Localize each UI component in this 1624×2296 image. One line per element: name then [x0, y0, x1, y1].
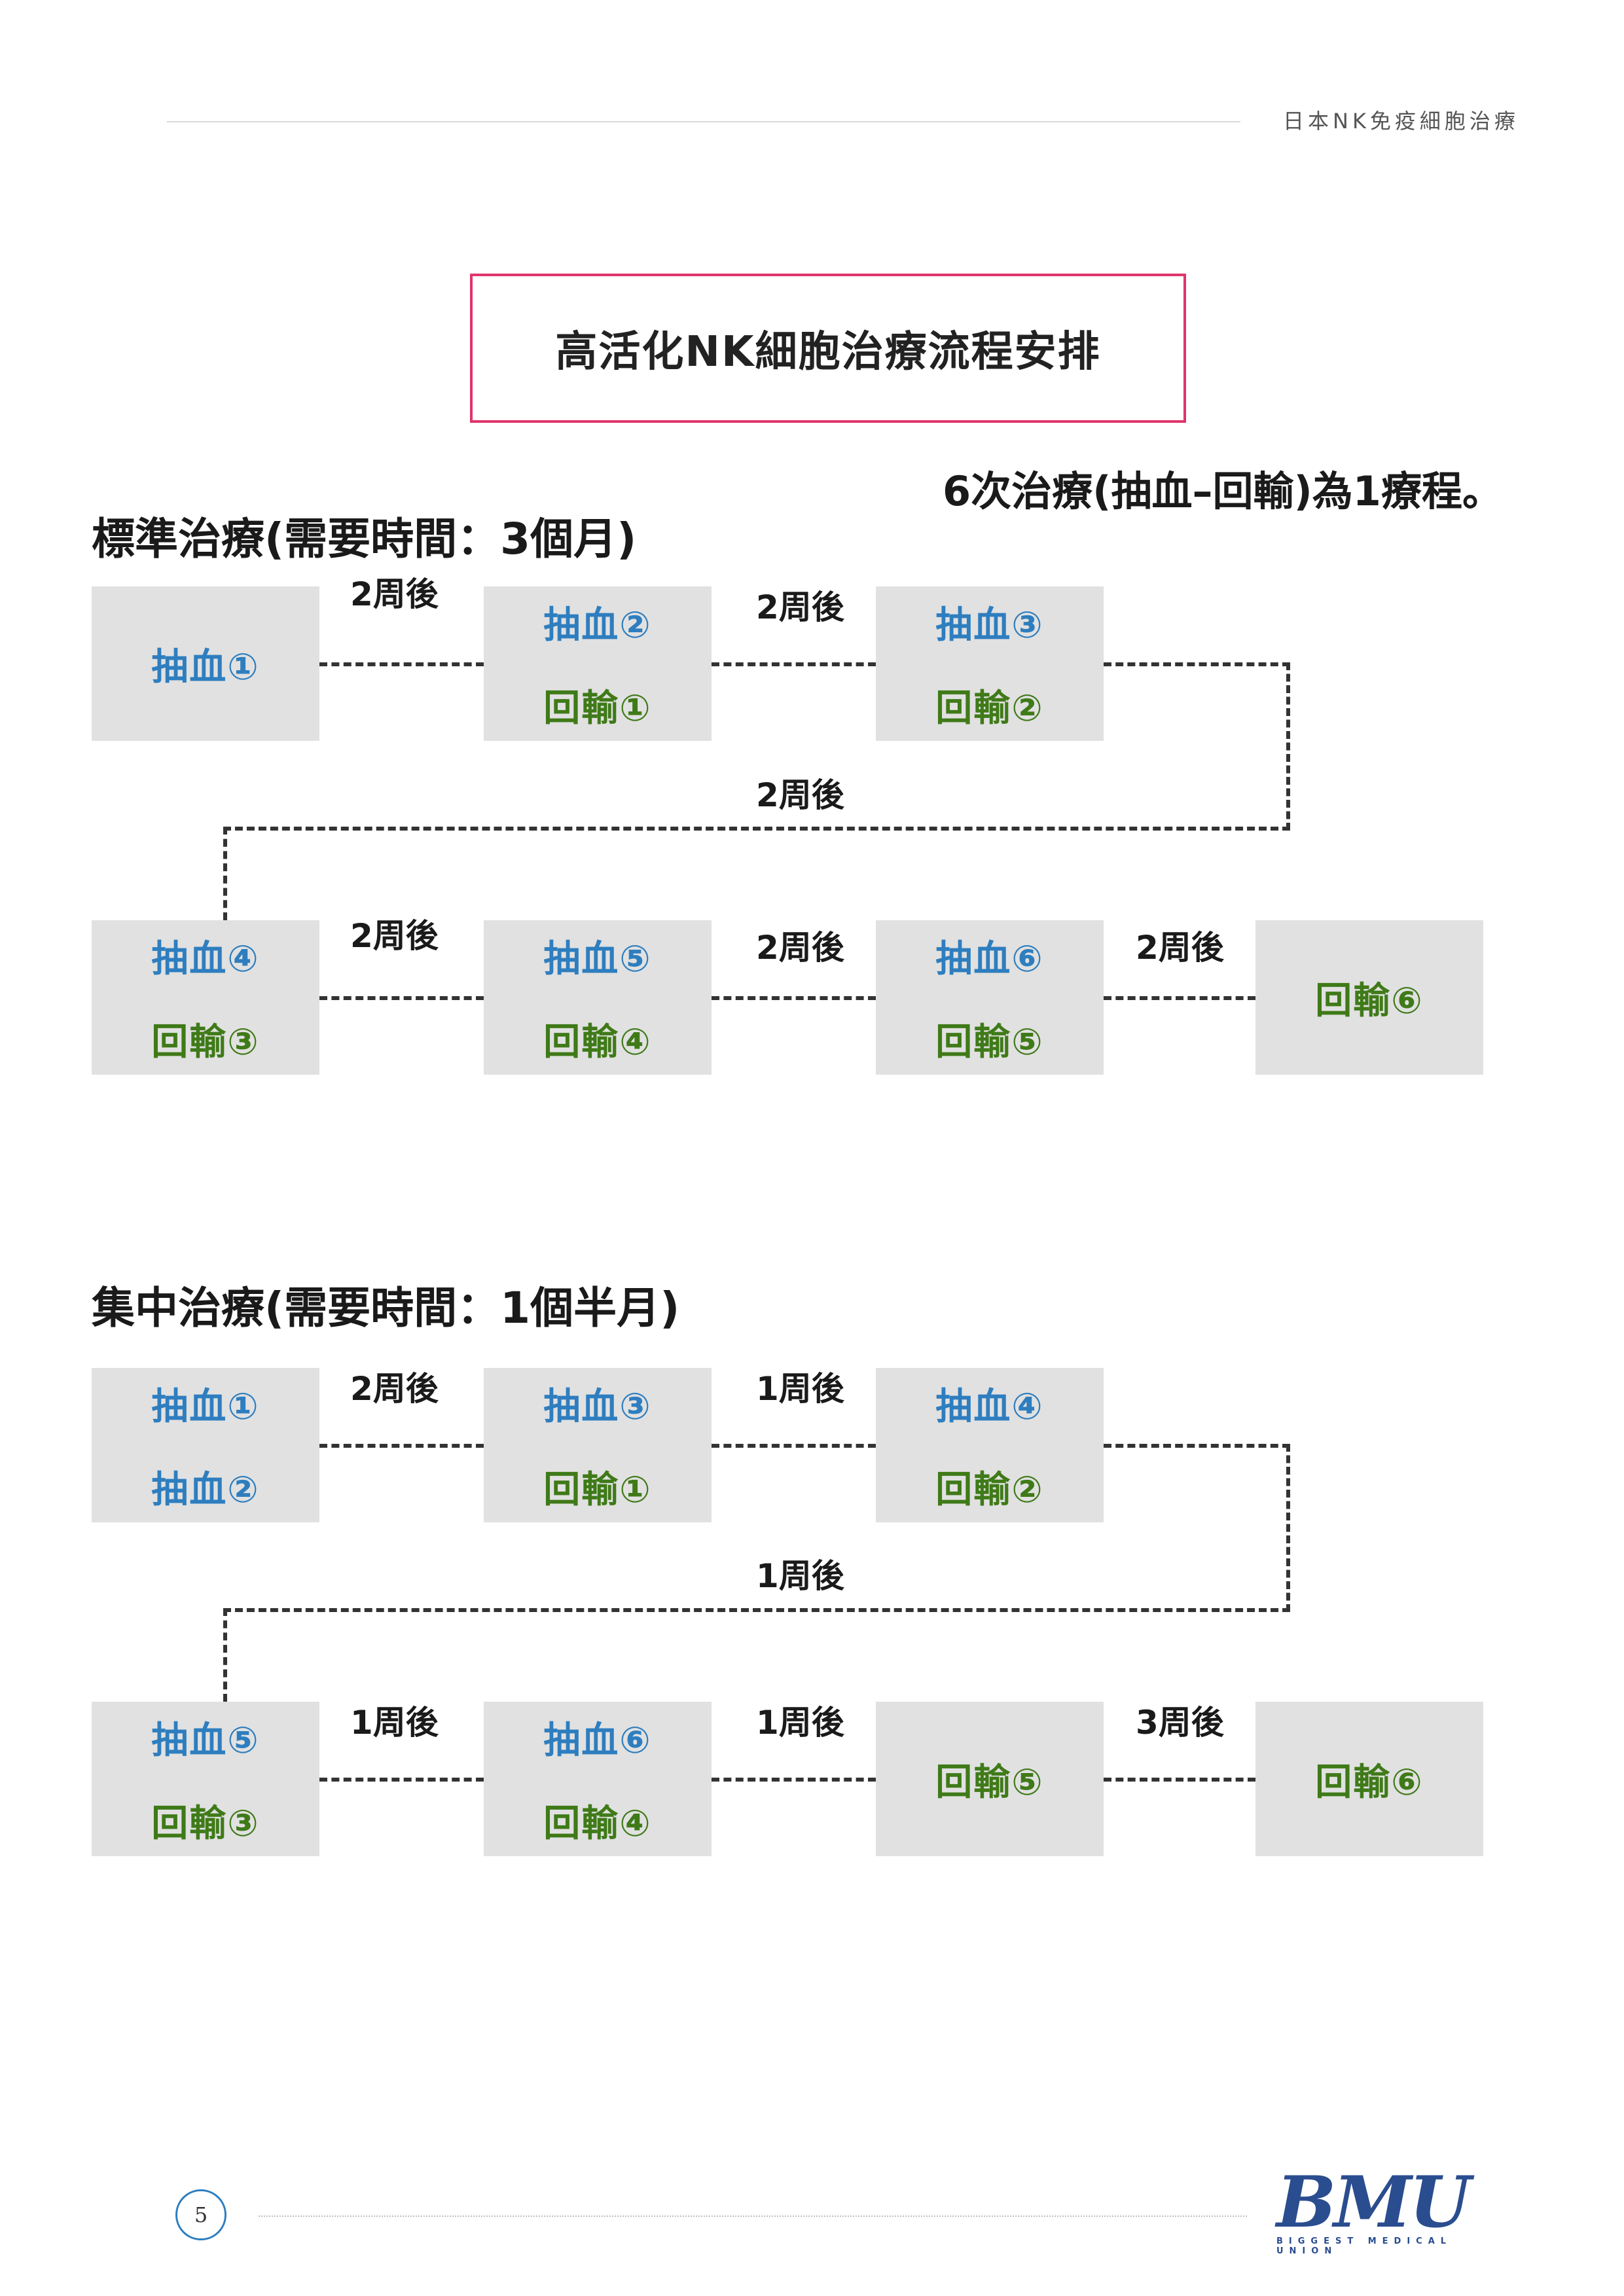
- step-label: 抽血①: [151, 645, 260, 689]
- section-title-intensive: 集中治療(需要時間：1個半月): [92, 1283, 680, 1333]
- step-box: 回輸⑤: [876, 1702, 1104, 1856]
- step-label: 抽血②: [543, 604, 652, 647]
- interval-label: 2周後: [1136, 929, 1224, 967]
- dashed-connector: [712, 996, 876, 1000]
- step-box: 回輸⑥: [1255, 920, 1483, 1075]
- interval-label: 1周後: [350, 1704, 439, 1742]
- step-box: 抽血④ 回輸③: [92, 920, 319, 1075]
- step-box: 抽血⑤ 回輸③: [92, 1702, 319, 1856]
- interval-label: 2周後: [756, 929, 844, 967]
- logo-subtitle: BIGGEST MEDICAL UNION: [1276, 2236, 1453, 2256]
- interval-label: 1周後: [756, 1557, 844, 1595]
- step-label: 回輸⑤: [935, 1021, 1044, 1064]
- step-label: 回輸⑥: [1315, 979, 1424, 1022]
- dashed-connector: [712, 1444, 876, 1448]
- footer-divider: [259, 2215, 1247, 2217]
- dashed-connector: [712, 662, 876, 666]
- dashed-connector: [1104, 662, 1290, 666]
- step-label: 回輸⑥: [1315, 1761, 1424, 1804]
- step-box: 抽血⑤ 回輸④: [484, 920, 712, 1075]
- logo-wordmark: BMU: [1276, 2161, 1471, 2244]
- step-label: 回輸①: [543, 687, 652, 730]
- header-title: 日本NK免疫細胞治療: [1283, 109, 1519, 134]
- dashed-connector: [319, 1778, 484, 1782]
- interval-label: 2周後: [756, 588, 844, 626]
- step-box: 抽血① 抽血②: [92, 1368, 319, 1522]
- step-box: 抽血③ 回輸①: [484, 1368, 712, 1522]
- step-label: 回輸④: [543, 1021, 652, 1064]
- interval-label: 2周後: [350, 1370, 439, 1408]
- step-label: 回輸①: [543, 1469, 652, 1511]
- step-label: 回輸③: [151, 1803, 260, 1845]
- step-box: 抽血④ 回輸②: [876, 1368, 1104, 1522]
- step-box: 抽血⑥ 回輸④: [484, 1702, 712, 1856]
- dashed-connector: [223, 827, 227, 920]
- dashed-connector: [223, 1608, 1290, 1612]
- dashed-connector: [223, 827, 1290, 831]
- flow-title-box: 高活化NK細胞治療流程安排: [470, 274, 1186, 423]
- step-label: 回輸⑤: [935, 1761, 1044, 1804]
- interval-label: 2周後: [350, 917, 439, 955]
- dashed-connector: [1104, 1778, 1255, 1782]
- section-title-standard: 標準治療(需要時間：3個月): [92, 514, 637, 564]
- step-label: 回輸④: [543, 1803, 652, 1845]
- interval-label: 2周後: [756, 776, 844, 814]
- step-label: 抽血⑥: [935, 938, 1044, 980]
- interval-label: 1周後: [756, 1370, 844, 1408]
- dashed-connector: [1286, 662, 1290, 831]
- step-label: 抽血③: [935, 604, 1044, 647]
- step-label: 回輸②: [935, 1469, 1044, 1511]
- step-label: 抽血③: [543, 1386, 652, 1428]
- step-box: 抽血② 回輸①: [484, 586, 712, 741]
- dashed-connector: [319, 996, 484, 1000]
- step-box: 抽血①: [92, 586, 319, 741]
- step-box: 抽血③ 回輸②: [876, 586, 1104, 741]
- dashed-connector: [1104, 1444, 1290, 1448]
- bmu-logo: BMU BIGGEST MEDICAL UNION: [1276, 2161, 1471, 2256]
- step-label: 回輸②: [935, 687, 1044, 730]
- step-label: 抽血⑤: [151, 1719, 260, 1762]
- header-divider: [167, 121, 1240, 122]
- step-label: 回輸③: [151, 1021, 260, 1064]
- course-note: 6次治療(抽血–回輸)為1療程。: [943, 467, 1503, 515]
- dashed-connector: [1286, 1444, 1290, 1612]
- step-label: 抽血⑥: [543, 1719, 652, 1762]
- interval-label: 2周後: [350, 575, 439, 613]
- interval-label: 3周後: [1136, 1704, 1224, 1742]
- step-label: 抽血⑤: [543, 938, 652, 980]
- dashed-connector: [1104, 996, 1255, 1000]
- dashed-connector: [223, 1608, 227, 1702]
- step-box: 抽血⑥ 回輸⑤: [876, 920, 1104, 1075]
- dashed-connector: [319, 1444, 484, 1448]
- interval-label: 1周後: [756, 1704, 844, 1742]
- page-number: 5: [175, 2189, 226, 2240]
- step-box: 回輸⑥: [1255, 1702, 1483, 1856]
- flow-title: 高活化NK細胞治療流程安排: [555, 328, 1101, 376]
- dashed-connector: [319, 662, 484, 666]
- step-label: 抽血①: [151, 1386, 260, 1428]
- dashed-connector: [712, 1778, 876, 1782]
- step-label: 抽血④: [935, 1386, 1044, 1428]
- step-label: 抽血②: [151, 1469, 260, 1511]
- step-label: 抽血④: [151, 938, 260, 980]
